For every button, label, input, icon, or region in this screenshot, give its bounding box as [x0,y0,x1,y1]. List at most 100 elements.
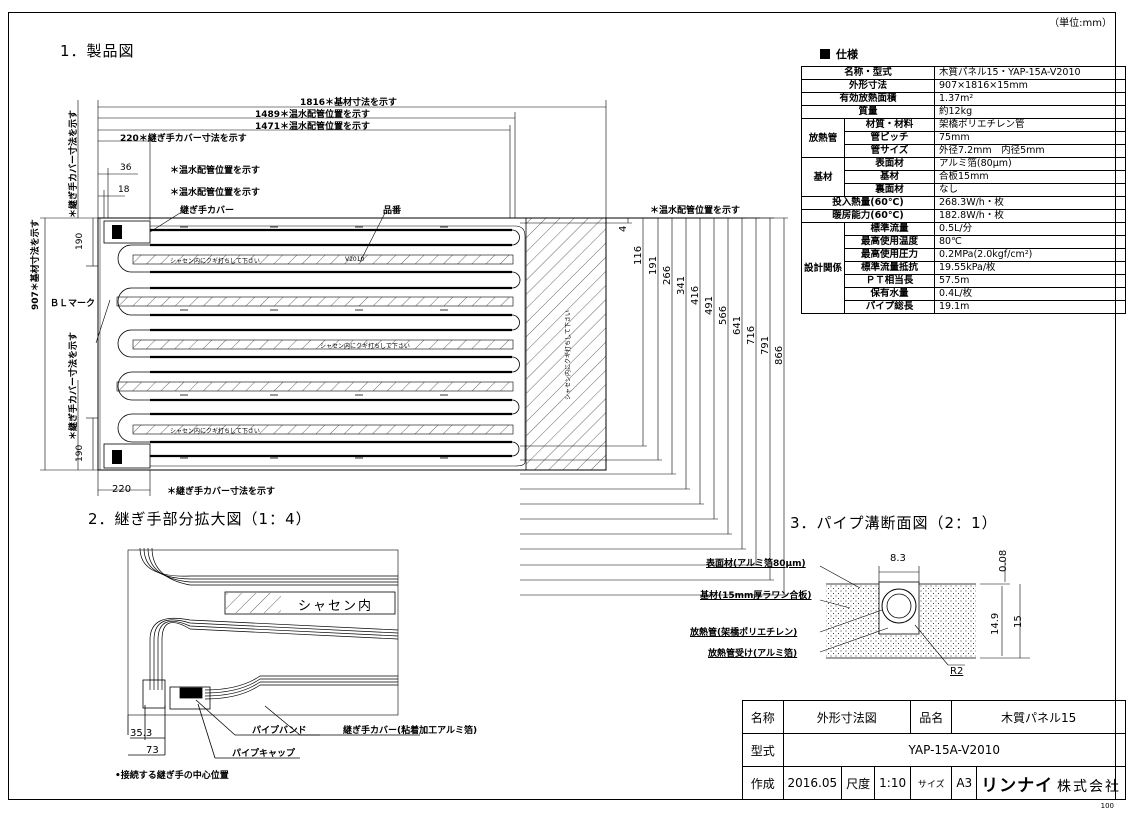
company-rest: 株式会社 [1057,778,1121,795]
right-dim-label: 341 [676,275,687,295]
dim-190-bottom: 190 [75,444,85,462]
pipe-bend [117,329,150,358]
unit-note: （単位:mm） [1049,18,1112,29]
joint-pipe [204,684,398,700]
strip-text-2: シャセン内にクギ打ちして下さい [320,343,410,350]
right-dim-label: 491 [704,295,715,315]
dim-36-note: ＊温水配管位置を示す [170,166,261,176]
tb-made-label: 作成 [742,766,784,800]
joint-pipe [143,547,398,580]
spec-row: 基材表面材アルミ箔(80μm) [800,157,1126,197]
shasen-label: シャセン内 [298,599,374,614]
dim-1471: 1471＊温水配管位置を示す [255,122,371,132]
spec-group-label: 放熱管 [800,118,846,158]
pipe-bend [511,356,520,373]
dim-220-bottom: 220 [112,484,132,495]
top-dimensions [97,100,607,220]
dim-35-3: 35.3 [130,728,153,739]
dim-18: 18 [118,185,130,195]
dim-8-3: 8.3 [890,553,906,564]
spec-title-text: 仕様 [836,48,858,61]
spec-group-label: 基材 [800,157,846,197]
dim-0-08: 0.08 [998,549,1009,572]
spec-title: 仕様 [820,46,858,62]
spec-value: 19.1m [934,300,1126,314]
dim-36: 36 [120,163,132,173]
tb-size-value: A3 [951,766,978,800]
joint-pipe [153,619,399,690]
right-dim-label: 791 [760,335,771,355]
pipe-bend [117,244,150,273]
radius-label: R2 [950,666,964,677]
strip-text-3: シャセン内にクギ打ちして下さい [170,428,260,435]
right-dim-label: 266 [662,265,673,285]
spec-group-label: 設計関係 [800,222,846,314]
left-note-top: ＊継ぎ手カバー寸法を示す [69,109,79,218]
joint-cover-bottom [103,443,151,469]
fitting-top [112,225,122,239]
joint-pipe [139,547,398,577]
pipe-bend [117,413,150,443]
dim-14-9: 14.9 [990,612,1001,635]
right-dim-label: 716 [746,325,757,345]
dim-220-top: 220＊継ぎ手カバー寸法を示す [120,134,247,144]
strip-code: V2010 [345,256,365,263]
pipe-material-label: 放熱管(架橋ポリエチレン) [690,628,798,638]
tb-company: リンナイ 株式会社 [976,766,1126,800]
tb-name-label: 名称 [742,700,784,734]
right-dim-label: 116 [633,245,644,265]
title-block: 名称 外形寸法図 品名 木質パネル15 型式 YAP-15A-V2010 作成 … [742,700,1126,800]
spec-key: パイプ総長 [844,300,936,314]
section-2-title: 2．継ぎ手部分拡大図（1：4） [88,510,312,528]
left-dimensions [40,100,98,471]
joint-cover-top [103,220,151,244]
tb-product-label: 品名 [910,700,953,734]
pipe-cross-section [819,560,1030,666]
hatch-text: シャセン内にクギ打ちして下さい [565,310,572,400]
pipe-receiver-label: 放熱管受け(アルミ箔) [708,649,798,659]
pipe-bend [511,314,520,331]
right-dim-label: 416 [690,285,701,305]
right-dim-label: 4 [618,225,629,232]
joint-pipe [149,617,399,690]
base-material-label: 基材(15mm厚ラワン合板) [700,591,812,601]
part-number-label: 品番 [383,206,402,216]
right-dimension-ladder [520,217,788,596]
joint-cover-label: 継ぎ手カバー [180,206,235,216]
dim-220-bottom-note: ＊継ぎ手カバー寸法を示す [167,487,276,497]
strip-text-1: シャセン内にクギ打ちして下さい [170,258,260,265]
pipe-bend [511,441,520,457]
joint-detail [127,549,420,759]
square-icon [820,49,830,59]
corner-mark: 100 [1100,802,1114,810]
dim-907: 907＊基材寸法を示す [31,219,41,310]
bl-mark-label: ＢＬマーク [50,299,96,309]
right-dim-label: 191 [648,255,659,275]
pipe-outline [150,225,526,467]
tb-size-label: サイズ [910,766,953,800]
right-dim-label: 866 [774,345,785,365]
tb-product-value: 木質パネル15 [951,700,1126,734]
dim-73: 73 [146,745,159,756]
dim-18-note: ＊温水配管位置を示す [170,188,261,198]
dim-1489: 1489＊温水配管位置を示す [255,110,371,120]
panel-body [97,217,607,471]
right-position-note: ＊温水配管位置を示す [650,206,741,216]
section-1-title: 1．製品図 [60,42,135,60]
joint-pipe [161,622,399,690]
dim-15: 15 [1013,615,1024,628]
fitting-bottom [112,450,122,464]
tb-scale-label: 尺度 [841,766,876,800]
pipe-bend [511,399,520,415]
joint-pipe [204,681,398,697]
surface-material-label: 表面材(アルミ箔80μm) [706,559,806,569]
tb-model-label: 型式 [742,733,784,767]
